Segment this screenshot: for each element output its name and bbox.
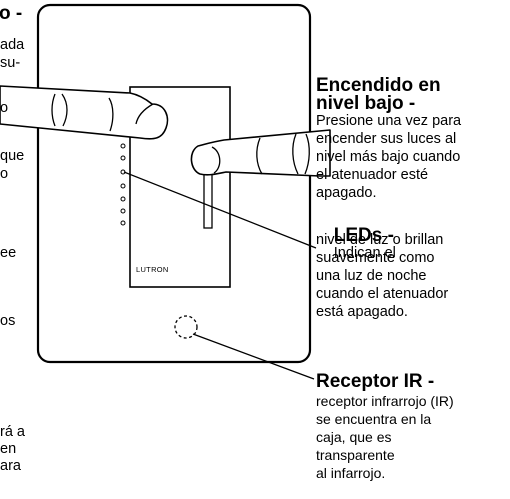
leds-text: Indican el bbox=[333, 245, 396, 261]
left-heading-fragment: o - bbox=[0, 4, 36, 28]
ir-callout-line bbox=[192, 333, 315, 380]
led-column bbox=[120, 143, 126, 226]
low-level-text: encender sus luces al bbox=[316, 131, 457, 147]
ir-text: al infarrojo. bbox=[316, 465, 386, 481]
ir-receptor bbox=[174, 315, 198, 339]
right-hand bbox=[190, 129, 331, 177]
leds-text: cuando el atenuador bbox=[316, 286, 449, 302]
low-level-text: nivel más bajo cuando bbox=[316, 149, 461, 165]
brand-label: LUTRON bbox=[136, 265, 169, 274]
low-level-heading: Encendido en bbox=[316, 75, 441, 96]
leds-first-line: LEDs - Indican el bbox=[316, 210, 396, 278]
low-level-text: apagado. bbox=[316, 185, 377, 201]
led bbox=[120, 183, 126, 189]
low-level-text: el atenuador esté bbox=[316, 167, 429, 183]
low-level-text: Presione una vez para bbox=[316, 113, 462, 129]
left-fragment: os bbox=[0, 313, 16, 329]
left-fragment: en bbox=[0, 441, 17, 457]
ir-text: receptor infrarrojo (IR) bbox=[316, 393, 454, 409]
led-callout-line bbox=[123, 171, 317, 249]
led bbox=[120, 155, 126, 161]
leds-heading: LEDs - bbox=[333, 225, 394, 246]
leds-text: suavemente como bbox=[316, 250, 435, 266]
left-fragment: ee bbox=[0, 245, 17, 261]
left-fragment: su- bbox=[0, 55, 21, 71]
left-fragment: que bbox=[0, 148, 25, 164]
left-fragment: o bbox=[0, 100, 9, 116]
left-fragment: ara bbox=[0, 458, 21, 474]
ir-text: transparente bbox=[316, 447, 395, 463]
led bbox=[120, 143, 126, 149]
led bbox=[120, 220, 126, 226]
ir-heading: Receptor IR - bbox=[316, 371, 435, 392]
leds-text: una luz de noche bbox=[316, 268, 427, 284]
leds-text: está apagado. bbox=[316, 304, 408, 320]
left-fragment: o bbox=[0, 166, 9, 182]
ir-text: caja, que es bbox=[316, 429, 392, 445]
left-fragment: rá a bbox=[0, 424, 25, 440]
low-level-heading: nivel bajo - bbox=[316, 93, 416, 114]
led bbox=[120, 196, 126, 202]
left-fragment: ada bbox=[0, 37, 25, 53]
led bbox=[120, 208, 126, 214]
left-heading-text: o - bbox=[0, 4, 23, 24]
leds-text: nivel de luz o brillan bbox=[316, 232, 444, 248]
left-hand bbox=[0, 85, 169, 140]
ir-text: se encuentra en la bbox=[316, 411, 432, 427]
